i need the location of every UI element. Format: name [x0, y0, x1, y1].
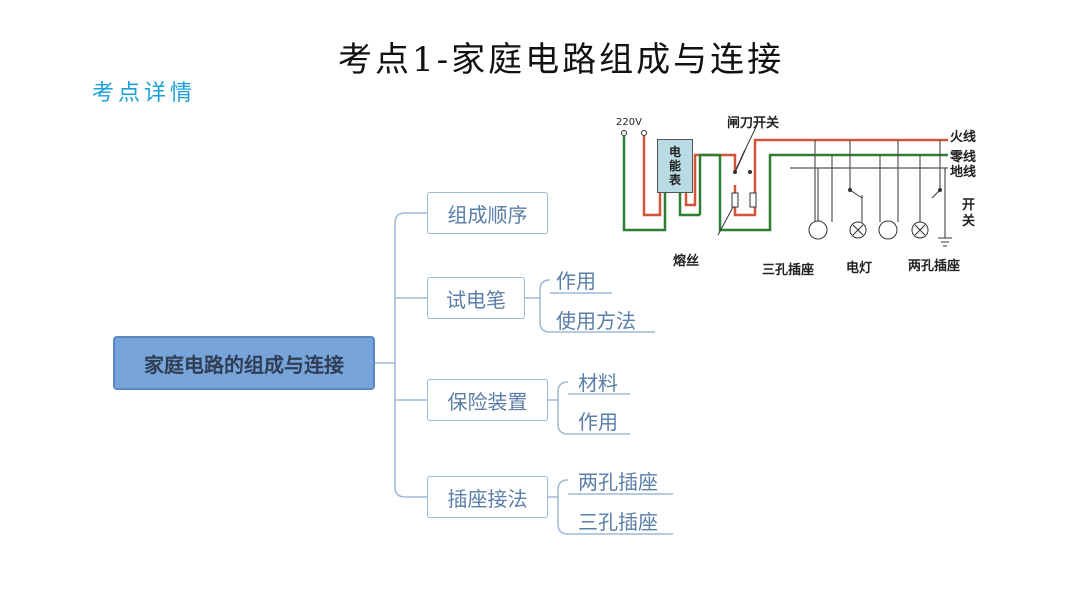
two-hole-socket-label: 两孔插座	[908, 259, 961, 274]
electric-meter: 电 能 表	[657, 139, 693, 193]
leaf-test-pen-function: 作用	[556, 269, 596, 293]
branch-socket-wiring: 插座接法	[427, 476, 548, 518]
leaf-three-hole-socket: 三孔插座	[578, 510, 658, 534]
branch-test-pen: 试电笔	[427, 277, 525, 319]
page-title: 考点1-家庭电路组成与连接	[338, 40, 785, 80]
meter-label-1: 电	[668, 145, 681, 159]
leaf-two-hole-socket: 两孔插座	[578, 470, 658, 494]
fuse-label: 熔丝	[673, 254, 700, 269]
lamp-label: 电灯	[846, 261, 873, 276]
branch-fuse-device: 保险装置	[427, 379, 548, 421]
section-subtitle: 考点详情	[92, 81, 197, 106]
knife-switch-label: 闸刀开关	[727, 116, 780, 131]
leaf-fuse-function: 作用	[578, 410, 618, 434]
meter-label-3: 表	[668, 173, 681, 187]
meter-label-2: 能	[668, 159, 681, 173]
leaf-fuse-material: 材料	[578, 371, 618, 395]
switch-label-2: 关	[962, 214, 976, 229]
three-hole-socket-label: 三孔插座	[762, 263, 815, 278]
voltage-label: 220V	[616, 117, 642, 128]
live-wire-label: 火线	[950, 130, 977, 145]
mindmap-root-node: 家庭电路的组成与连接	[113, 336, 375, 390]
branch-composition-order: 组成顺序	[427, 192, 548, 234]
leaf-test-pen-usage: 使用方法	[556, 309, 636, 333]
ground-wire-label: 地线	[950, 165, 977, 180]
neutral-wire-label: 零线	[950, 150, 977, 165]
switch-label-1: 开	[962, 198, 976, 213]
